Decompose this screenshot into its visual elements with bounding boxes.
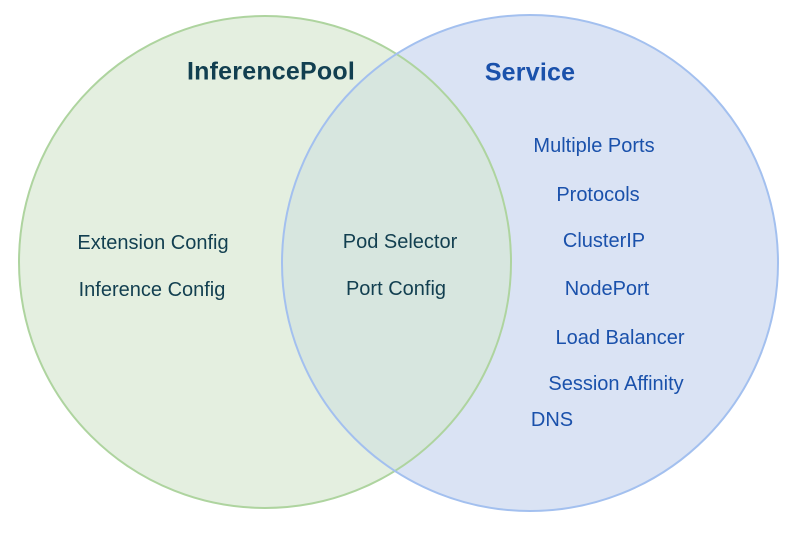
service-item-load-balancer: Load Balancer <box>555 327 685 349</box>
service-item-multiple-ports: Multiple Ports <box>533 135 655 157</box>
service-circle-border <box>281 14 779 512</box>
inferencepool-item-inference-config: Inference Config <box>78 279 226 301</box>
service-item-nodeport: NodePort <box>564 278 650 300</box>
service-item-session-affinity: Session Affinity <box>548 373 684 395</box>
overlap-item-pod-selector: Pod Selector <box>342 231 458 253</box>
service-item-dns: DNS <box>530 409 574 431</box>
overlap-item-port-config: Port Config <box>345 278 447 300</box>
inferencepool-item-extension-config: Extension Config <box>77 232 229 254</box>
overlap-region-fill <box>282 16 511 508</box>
service-item-clusterip: ClusterIP <box>562 230 646 252</box>
service-item-protocols: Protocols <box>556 184 640 206</box>
inferencepool-circle-border <box>18 15 512 509</box>
service-title: Service <box>484 58 576 87</box>
inferencepool-title: InferencePool <box>187 57 355 86</box>
